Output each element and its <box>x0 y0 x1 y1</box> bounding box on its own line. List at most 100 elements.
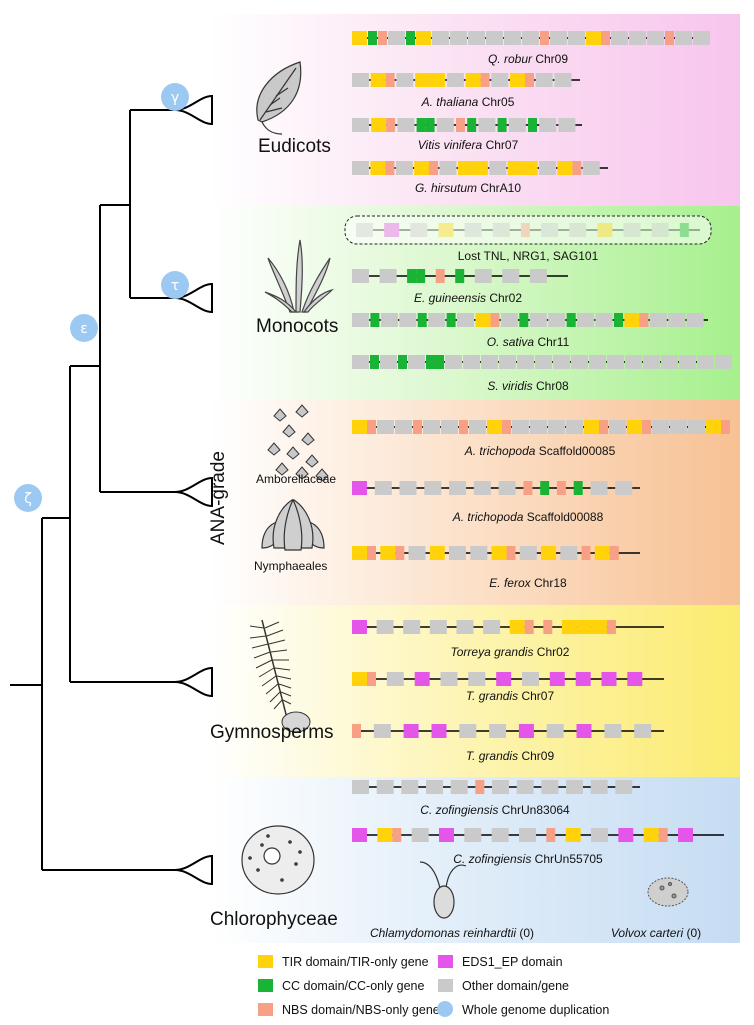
gene-box-tir <box>509 620 525 634</box>
gene-box-tir <box>370 73 386 87</box>
gene-box-cc <box>446 313 456 327</box>
gene-box-other <box>590 780 608 794</box>
gene-box-tir <box>584 420 599 434</box>
gene-box-cc <box>467 118 477 132</box>
chromosome-tracks <box>352 31 732 842</box>
gene-box-eds1 <box>678 828 693 842</box>
gene-box-other <box>468 672 486 686</box>
gene-box-tir <box>522 161 538 175</box>
gene-box-other <box>352 780 369 794</box>
wgd-marker-epsilon: ε <box>70 314 98 342</box>
gene-box-other <box>473 481 491 495</box>
gene-box-nbs <box>490 313 500 327</box>
gene-box-eds1 <box>414 672 430 686</box>
gene-box-tir <box>576 620 592 634</box>
gene-box-nbs <box>480 73 490 87</box>
gene-box-other <box>519 828 536 842</box>
gene-box-other <box>502 269 520 283</box>
gene-box-nbs <box>721 420 730 434</box>
chr-label-c-zofingiensis-55705: C. zofingiensis ChrUn55705 <box>453 852 603 866</box>
legend-swatch-eds1 <box>438 955 453 968</box>
legend-swatch-cc <box>258 979 273 992</box>
gene-box-other <box>504 31 521 45</box>
gene-box-other <box>668 313 686 327</box>
conifer-branch-icon <box>249 619 311 733</box>
gene-box-eds1 <box>352 620 367 634</box>
chromosome-track <box>356 223 700 237</box>
gene-box-cc <box>528 118 537 132</box>
gene-box-other <box>571 355 588 369</box>
gene-box-other <box>377 420 394 434</box>
gene-box-other <box>445 355 462 369</box>
gene-box-eds1 <box>439 828 454 842</box>
chr-label-c-zofingiensis-83064: C. zofingiensis ChrUn83064 <box>420 803 570 817</box>
chr-label-t-grandis-chr09: T. grandis Chr09 <box>466 749 555 763</box>
label-volvox: Volvox carteri (0) <box>611 926 701 940</box>
gene-box-other <box>380 313 398 327</box>
gene-box-eds1 <box>601 672 617 686</box>
legend-label-other: Other domain/gene <box>462 979 569 993</box>
gene-box-cc <box>370 313 380 327</box>
gene-box-tir <box>415 73 431 87</box>
gene-box-other <box>541 780 559 794</box>
gene-box-other <box>408 546 426 560</box>
gene-box-other <box>548 420 565 434</box>
gene-box-nbs <box>456 118 465 132</box>
gene-box-other <box>352 355 369 369</box>
gene-box-other <box>356 223 373 237</box>
gene-box-other <box>529 269 547 283</box>
gene-box-nbs <box>502 420 511 434</box>
gene-box-tir <box>380 546 396 560</box>
gene-box-other <box>396 73 414 87</box>
gene-box-tir <box>416 31 431 45</box>
chr-label-a-thaliana: A. thaliana Chr05 <box>421 95 515 109</box>
gene-box-tir <box>352 31 367 45</box>
gene-box-other <box>539 118 557 132</box>
gene-box-eds1 <box>352 828 367 842</box>
gene-box-cc <box>540 481 550 495</box>
gene-box-other <box>492 223 510 237</box>
gene-box-other <box>352 313 369 327</box>
gene-box-other <box>529 313 547 327</box>
gene-box-cc <box>614 313 623 327</box>
gene-box-other <box>352 73 369 87</box>
gene-box-tir <box>491 546 507 560</box>
chromosome-track <box>352 313 708 327</box>
gene-box-other <box>470 546 488 560</box>
gene-box-nbs <box>540 31 549 45</box>
gene-box-cc <box>416 269 426 283</box>
gene-box-other <box>553 355 570 369</box>
gene-box-other <box>481 355 498 369</box>
gene-box-other <box>440 672 458 686</box>
gene-box-cc <box>368 31 377 45</box>
gene-box-other <box>519 546 537 560</box>
chromosome-track <box>352 546 640 560</box>
gene-box-other <box>395 420 412 434</box>
gene-box-tir <box>370 161 386 175</box>
gene-box-other <box>558 118 576 132</box>
gene-box-other <box>522 672 539 686</box>
chromosome-track <box>352 620 664 634</box>
legend-swatch-nbs <box>258 1003 273 1016</box>
gene-box-nbs <box>520 223 530 237</box>
gene-box-nbs <box>572 161 582 175</box>
gene-box-other <box>566 420 583 434</box>
gene-box-other <box>522 31 539 45</box>
chromosome-track <box>352 481 640 495</box>
gene-box-other <box>550 31 567 45</box>
legend-label-wgd: Whole genome duplication <box>462 1003 609 1017</box>
gene-box-tir <box>457 161 473 175</box>
gene-box-nbs <box>429 161 439 175</box>
gene-box-cc <box>566 313 576 327</box>
gene-box-eds1 <box>576 724 592 738</box>
band-gymnosperms <box>210 605 740 777</box>
leaf-icon <box>256 61 302 135</box>
gene-box-tir <box>430 73 446 87</box>
gene-box-cc <box>407 269 417 283</box>
chromosome-track <box>352 724 664 738</box>
legend-label-tir: TIR domain/TIR-only gene <box>282 955 429 969</box>
gene-box-nbs <box>367 546 376 560</box>
label-chlamydomonas: Chlamydomonas reinhardtii (0) <box>370 926 534 940</box>
gene-box-tir <box>465 73 481 87</box>
gene-box-other <box>499 355 516 369</box>
